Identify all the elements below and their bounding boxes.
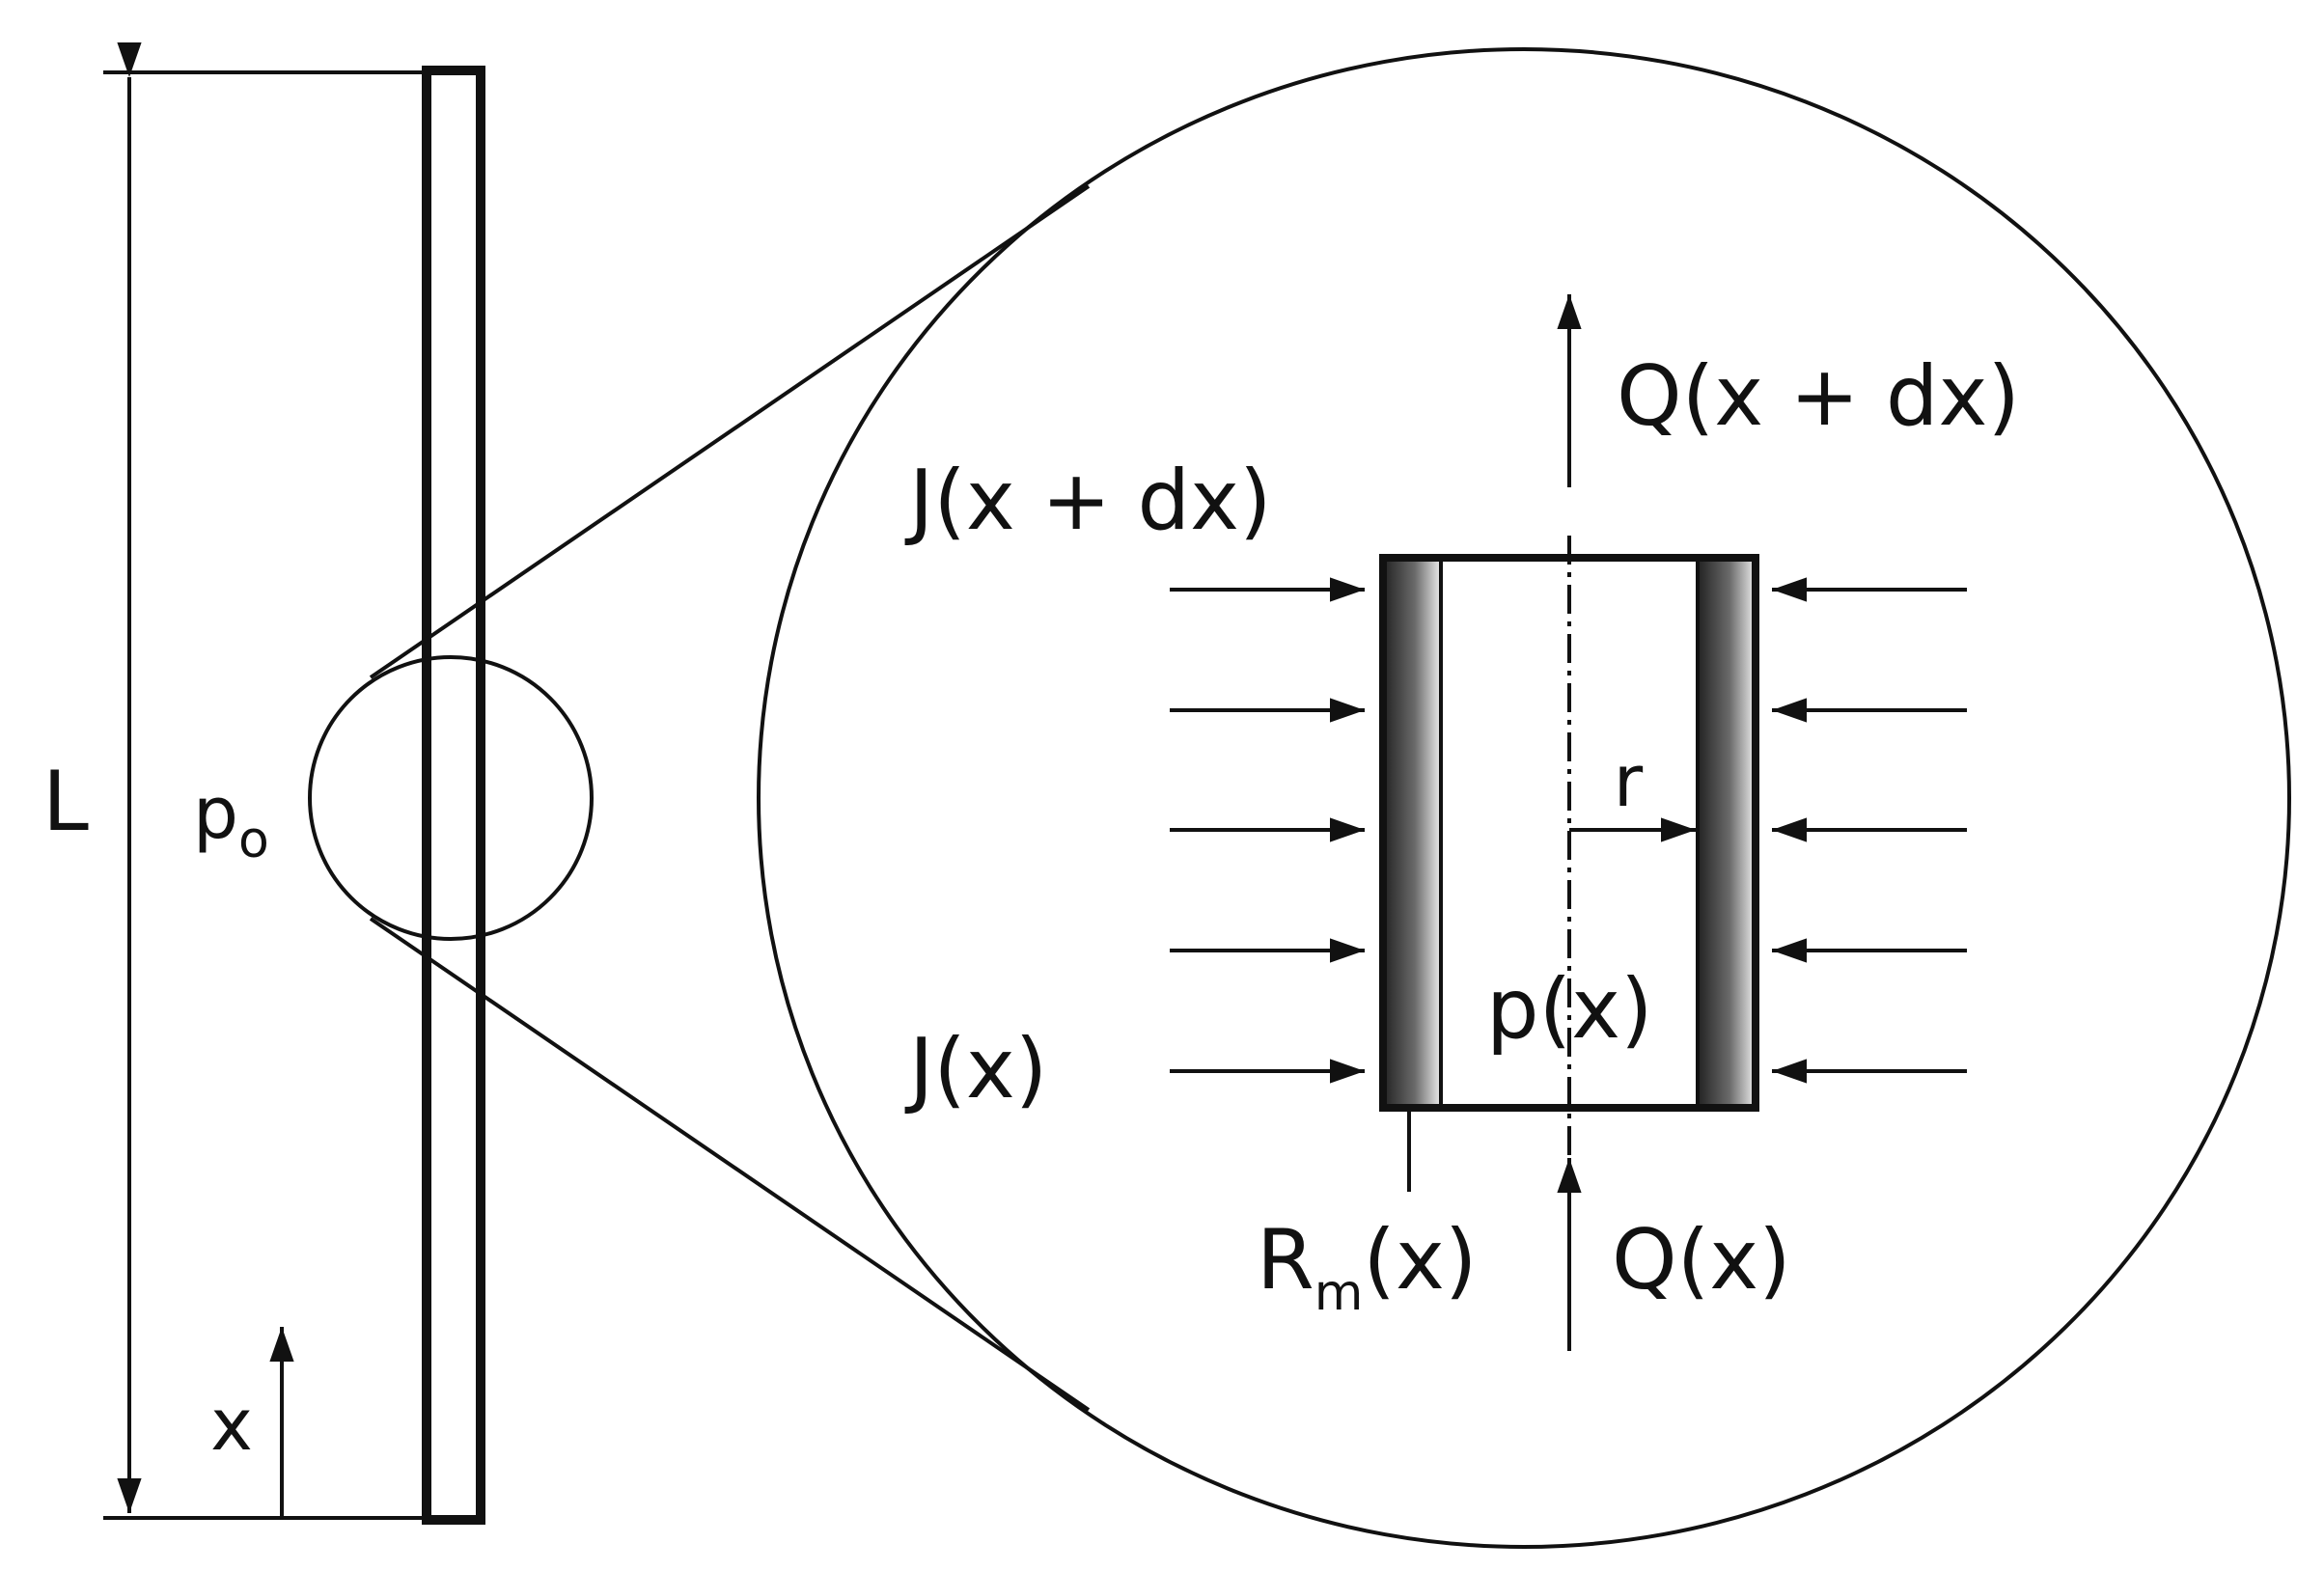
axis-label: x xyxy=(210,1384,253,1467)
flux-arrows-left xyxy=(1170,577,1365,1084)
magnified-circle xyxy=(757,47,2291,1549)
resistance-label: Rm(x) xyxy=(1257,1212,1477,1322)
outer-pressure-symbol: p xyxy=(193,772,238,855)
resistance-subscript: m xyxy=(1314,1264,1364,1322)
zoom-source-circle xyxy=(308,655,594,941)
root-tube xyxy=(422,66,485,1525)
inner-pressure-label: p(x) xyxy=(1486,961,1653,1058)
outer-pressure-label: po xyxy=(193,772,269,869)
flux-arrows-right xyxy=(1772,577,1967,1084)
root-wall-left xyxy=(1383,558,1441,1108)
zoom-connector-lower xyxy=(369,917,1091,1412)
root-wall-right xyxy=(1698,558,1756,1108)
root-overview: L po x xyxy=(42,42,594,1525)
outer-pressure-subscript: o xyxy=(238,812,269,869)
flux-top-label: J(x + dx) xyxy=(904,453,1272,549)
flow-top-label: Q(x + dx) xyxy=(1617,348,2020,445)
flux-bottom-label: J(x) xyxy=(904,1021,1047,1117)
magnified-section: Q(x + dx) J(x + dx) J(x) r p(x) Rm(x) Q(… xyxy=(757,47,2291,1549)
flow-bottom-label: Q(x) xyxy=(1612,1212,1791,1309)
resistance-symbol: R xyxy=(1257,1212,1314,1309)
resistance-argument: (x) xyxy=(1363,1212,1477,1309)
zoom-connector-upper xyxy=(369,184,1091,679)
length-label: L xyxy=(42,754,89,850)
radius-label: r xyxy=(1614,740,1644,823)
